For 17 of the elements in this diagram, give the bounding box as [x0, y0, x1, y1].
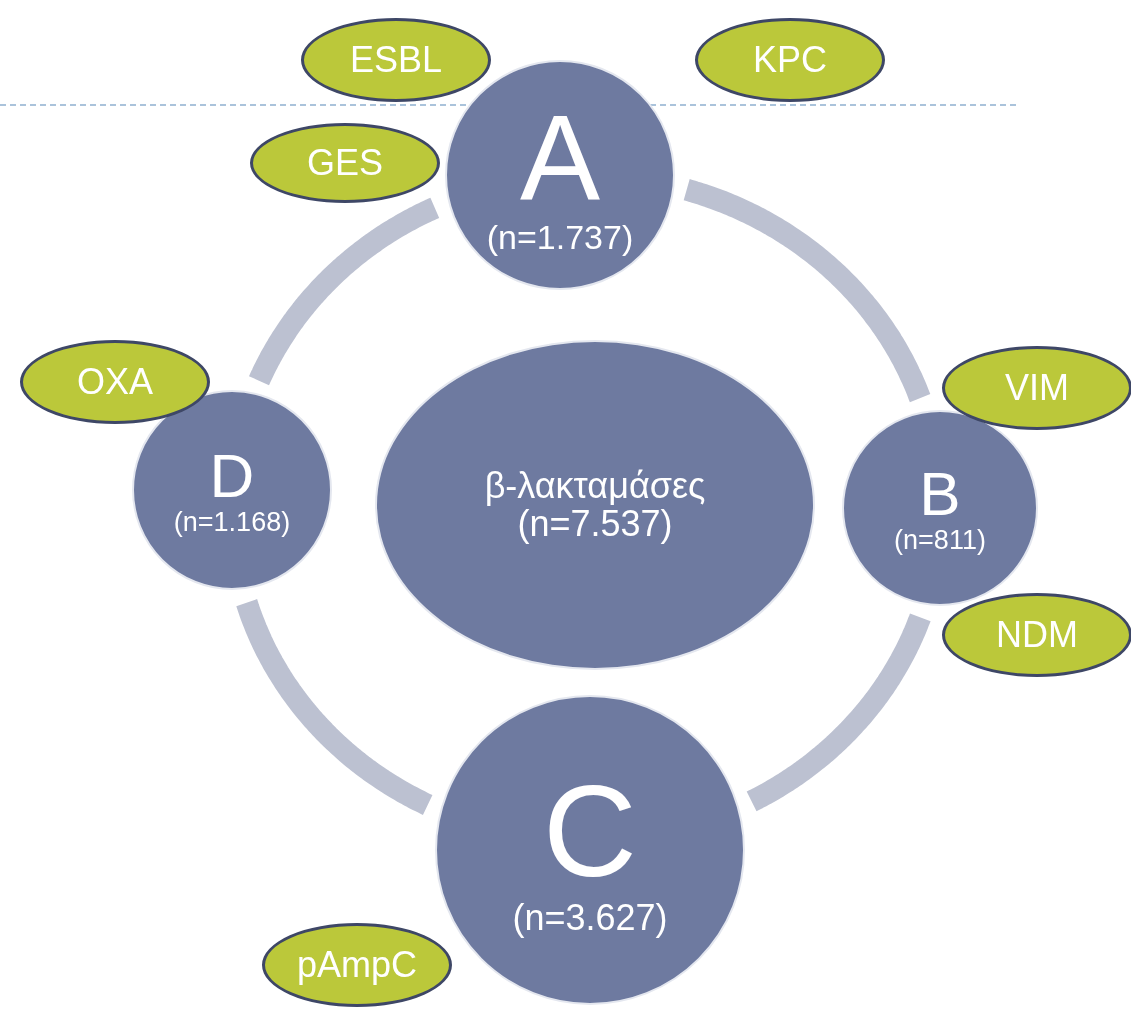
count-label: (n=7.537)	[517, 505, 673, 543]
class-letter: C	[543, 762, 637, 900]
count-label: (n=1.737)	[486, 220, 634, 256]
enzyme-label: pAmpC	[296, 946, 417, 984]
enzyme-label: OXA	[77, 363, 153, 401]
enzyme-label: KPC	[753, 41, 827, 79]
enzyme-label: GES	[307, 144, 383, 182]
enzyme-label: ESBL	[349, 41, 443, 79]
class-letter: B	[919, 461, 961, 527]
enzyme-label: NDM	[996, 616, 1078, 654]
count-label: (n=3.627)	[512, 899, 668, 938]
class-letter: D	[209, 443, 255, 509]
class-letter: A	[519, 94, 600, 221]
enzyme-label: VIM	[1005, 369, 1069, 407]
count-label: (n=1.168)	[173, 508, 291, 537]
count-label: (n=811)	[894, 526, 986, 555]
center-title: β-λακταμάσες	[484, 467, 706, 505]
